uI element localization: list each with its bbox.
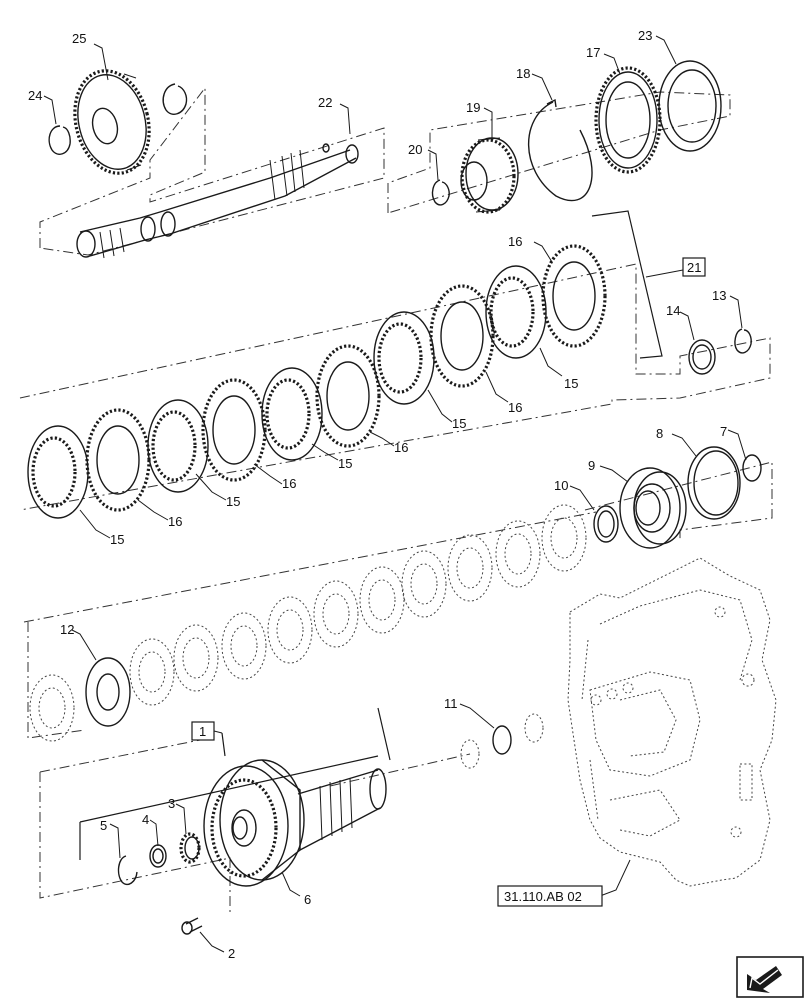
callout-17: 17 bbox=[586, 45, 600, 60]
clutch-pack bbox=[19, 244, 771, 519]
callout-9: 9 bbox=[588, 458, 595, 473]
callout-box-1: 1 bbox=[191, 721, 223, 741]
callout-8: 8 bbox=[656, 426, 663, 441]
gear-25 bbox=[73, 69, 151, 175]
callout-16-a: 16 bbox=[508, 400, 522, 415]
bracket-21 bbox=[591, 210, 663, 359]
callout-3: 3 bbox=[168, 796, 175, 811]
callout-14: 14 bbox=[666, 303, 680, 318]
shaft-group bbox=[39, 69, 385, 259]
disc-15-a bbox=[27, 425, 89, 519]
disc-16-b bbox=[201, 378, 267, 482]
callout-15-a: 15 bbox=[564, 376, 578, 391]
callout-19: 19 bbox=[466, 100, 480, 115]
seal-8 bbox=[687, 446, 741, 520]
ring-7 bbox=[742, 454, 762, 482]
callout-7: 7 bbox=[720, 424, 727, 439]
ghost-disc-stack bbox=[23, 504, 597, 742]
snap-ring-5 bbox=[117, 855, 138, 886]
disc-15-c bbox=[261, 367, 323, 461]
callout-15-c: 15 bbox=[338, 456, 352, 471]
carrier-group bbox=[39, 707, 544, 935]
callout-16-d: 16 bbox=[168, 514, 182, 529]
carrier-6 bbox=[203, 759, 305, 887]
callout-22: 22 bbox=[318, 95, 332, 110]
disc-16-d bbox=[429, 284, 495, 388]
callout-12: 12 bbox=[60, 622, 74, 637]
leader-lines bbox=[43, 35, 747, 953]
callout-23: 23 bbox=[638, 28, 652, 43]
pin-2 bbox=[181, 917, 203, 935]
callout-5: 5 bbox=[100, 818, 107, 833]
disc-15-b bbox=[147, 399, 209, 493]
reference-box[interactable]: 31.110.AB 02 bbox=[497, 885, 603, 907]
snap-ring-13 bbox=[734, 328, 752, 354]
snap-ring-24 bbox=[48, 125, 71, 155]
callout-10: 10 bbox=[554, 478, 568, 493]
callout-15-e: 15 bbox=[110, 532, 124, 547]
ring-14 bbox=[688, 339, 716, 375]
callout-20: 20 bbox=[408, 142, 422, 157]
spring-ring-18 bbox=[527, 101, 593, 202]
disc-16-a bbox=[85, 408, 151, 512]
disc-15-d bbox=[373, 311, 435, 405]
arrow-navigation-icon[interactable] bbox=[736, 956, 804, 998]
disc-16-e bbox=[541, 244, 607, 348]
callout-15-d: 15 bbox=[226, 494, 240, 509]
callout-6: 6 bbox=[304, 892, 311, 907]
callout-15-b: 15 bbox=[452, 416, 466, 431]
disc-17 bbox=[594, 66, 662, 174]
callout-25: 25 bbox=[72, 31, 86, 46]
callout-2: 2 bbox=[228, 946, 235, 961]
shaft-22 bbox=[76, 143, 359, 259]
piston-group bbox=[584, 446, 773, 549]
snap-ring bbox=[162, 83, 188, 115]
callout-1: 1 bbox=[199, 724, 206, 739]
disc-15-e bbox=[485, 265, 547, 359]
callout-21: 21 bbox=[687, 260, 701, 275]
callout-16-top: 16 bbox=[508, 234, 522, 249]
callout-16-b: 16 bbox=[394, 440, 408, 455]
callout-box-21 bbox=[682, 257, 706, 277]
disc-16-c bbox=[315, 344, 381, 448]
pinion-3 bbox=[179, 832, 201, 864]
callout-labels: 25 24 22 18 19 20 17 23 21 16 14 13 15 1… bbox=[28, 28, 727, 961]
plate-23 bbox=[658, 60, 722, 152]
snap-ring-20 bbox=[431, 179, 450, 206]
ring-11 bbox=[492, 725, 512, 755]
transmission-housing bbox=[567, 557, 777, 887]
piston-9 bbox=[619, 467, 687, 549]
callout-4: 4 bbox=[142, 812, 149, 827]
output-shaft bbox=[297, 768, 387, 851]
top-right-group bbox=[387, 60, 731, 214]
callout-16-c: 16 bbox=[282, 476, 296, 491]
callout-13: 13 bbox=[712, 288, 726, 303]
callout-18: 18 bbox=[516, 66, 530, 81]
hub-19 bbox=[460, 137, 519, 214]
seal-10 bbox=[593, 505, 619, 543]
washer-12 bbox=[85, 657, 131, 727]
callout-11: 11 bbox=[444, 696, 458, 711]
reference-label: 31.110.AB 02 bbox=[504, 889, 582, 904]
callout-24: 24 bbox=[28, 88, 42, 103]
